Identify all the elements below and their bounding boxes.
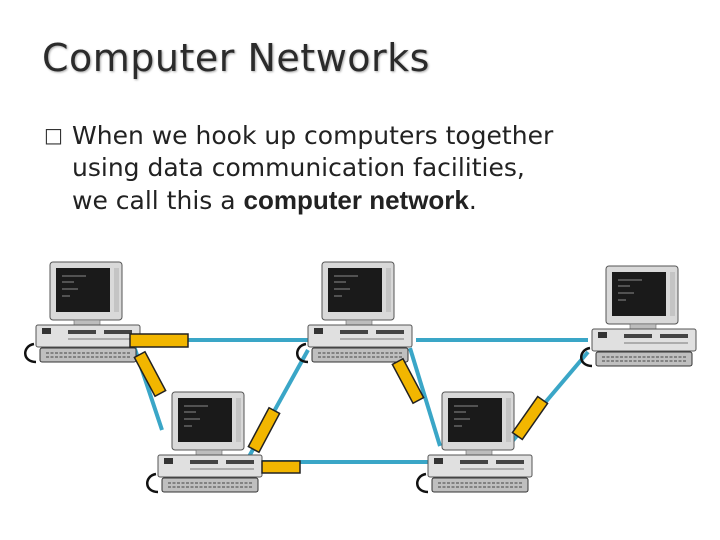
computer-top-center-icon [295,260,414,364]
bullet-text-3-suffix: . [468,186,477,215]
connector-plug-icon [511,395,549,441]
bullet-text: □ When we hook up computers together usi… [44,120,684,217]
computer-top-left-icon [23,260,142,364]
slide-title: Computer Networks [42,36,430,80]
link-top-left-bottom-left [130,339,164,431]
computer-top-right-icon [579,264,698,368]
bullet-text-3-prefix: we call this a [72,186,244,215]
link-top-center-bottom-right [408,347,442,447]
connector-plug-icon [247,406,281,454]
bullet-line-2: using data communication facilities, [44,152,684,184]
connector-plug-icon [391,357,425,405]
computer-bottom-right-icon [415,390,534,494]
computer-bottom-left-icon [145,390,264,494]
bullet-line-3: we call this a computer network. [44,184,684,217]
bullet-text-1: When we hook up computers together [72,121,554,150]
connector-plug-icon [133,350,167,398]
link-connectors [129,333,549,474]
bullet-text-2: using data communication facilities, [72,153,525,182]
connector-plug-icon [261,460,301,474]
bullet-box-icon: □ [44,123,63,147]
highlight-term: computer network [243,185,469,215]
connector-plug-icon [129,333,189,348]
bullet-line-1: □ When we hook up computers together [44,120,684,152]
